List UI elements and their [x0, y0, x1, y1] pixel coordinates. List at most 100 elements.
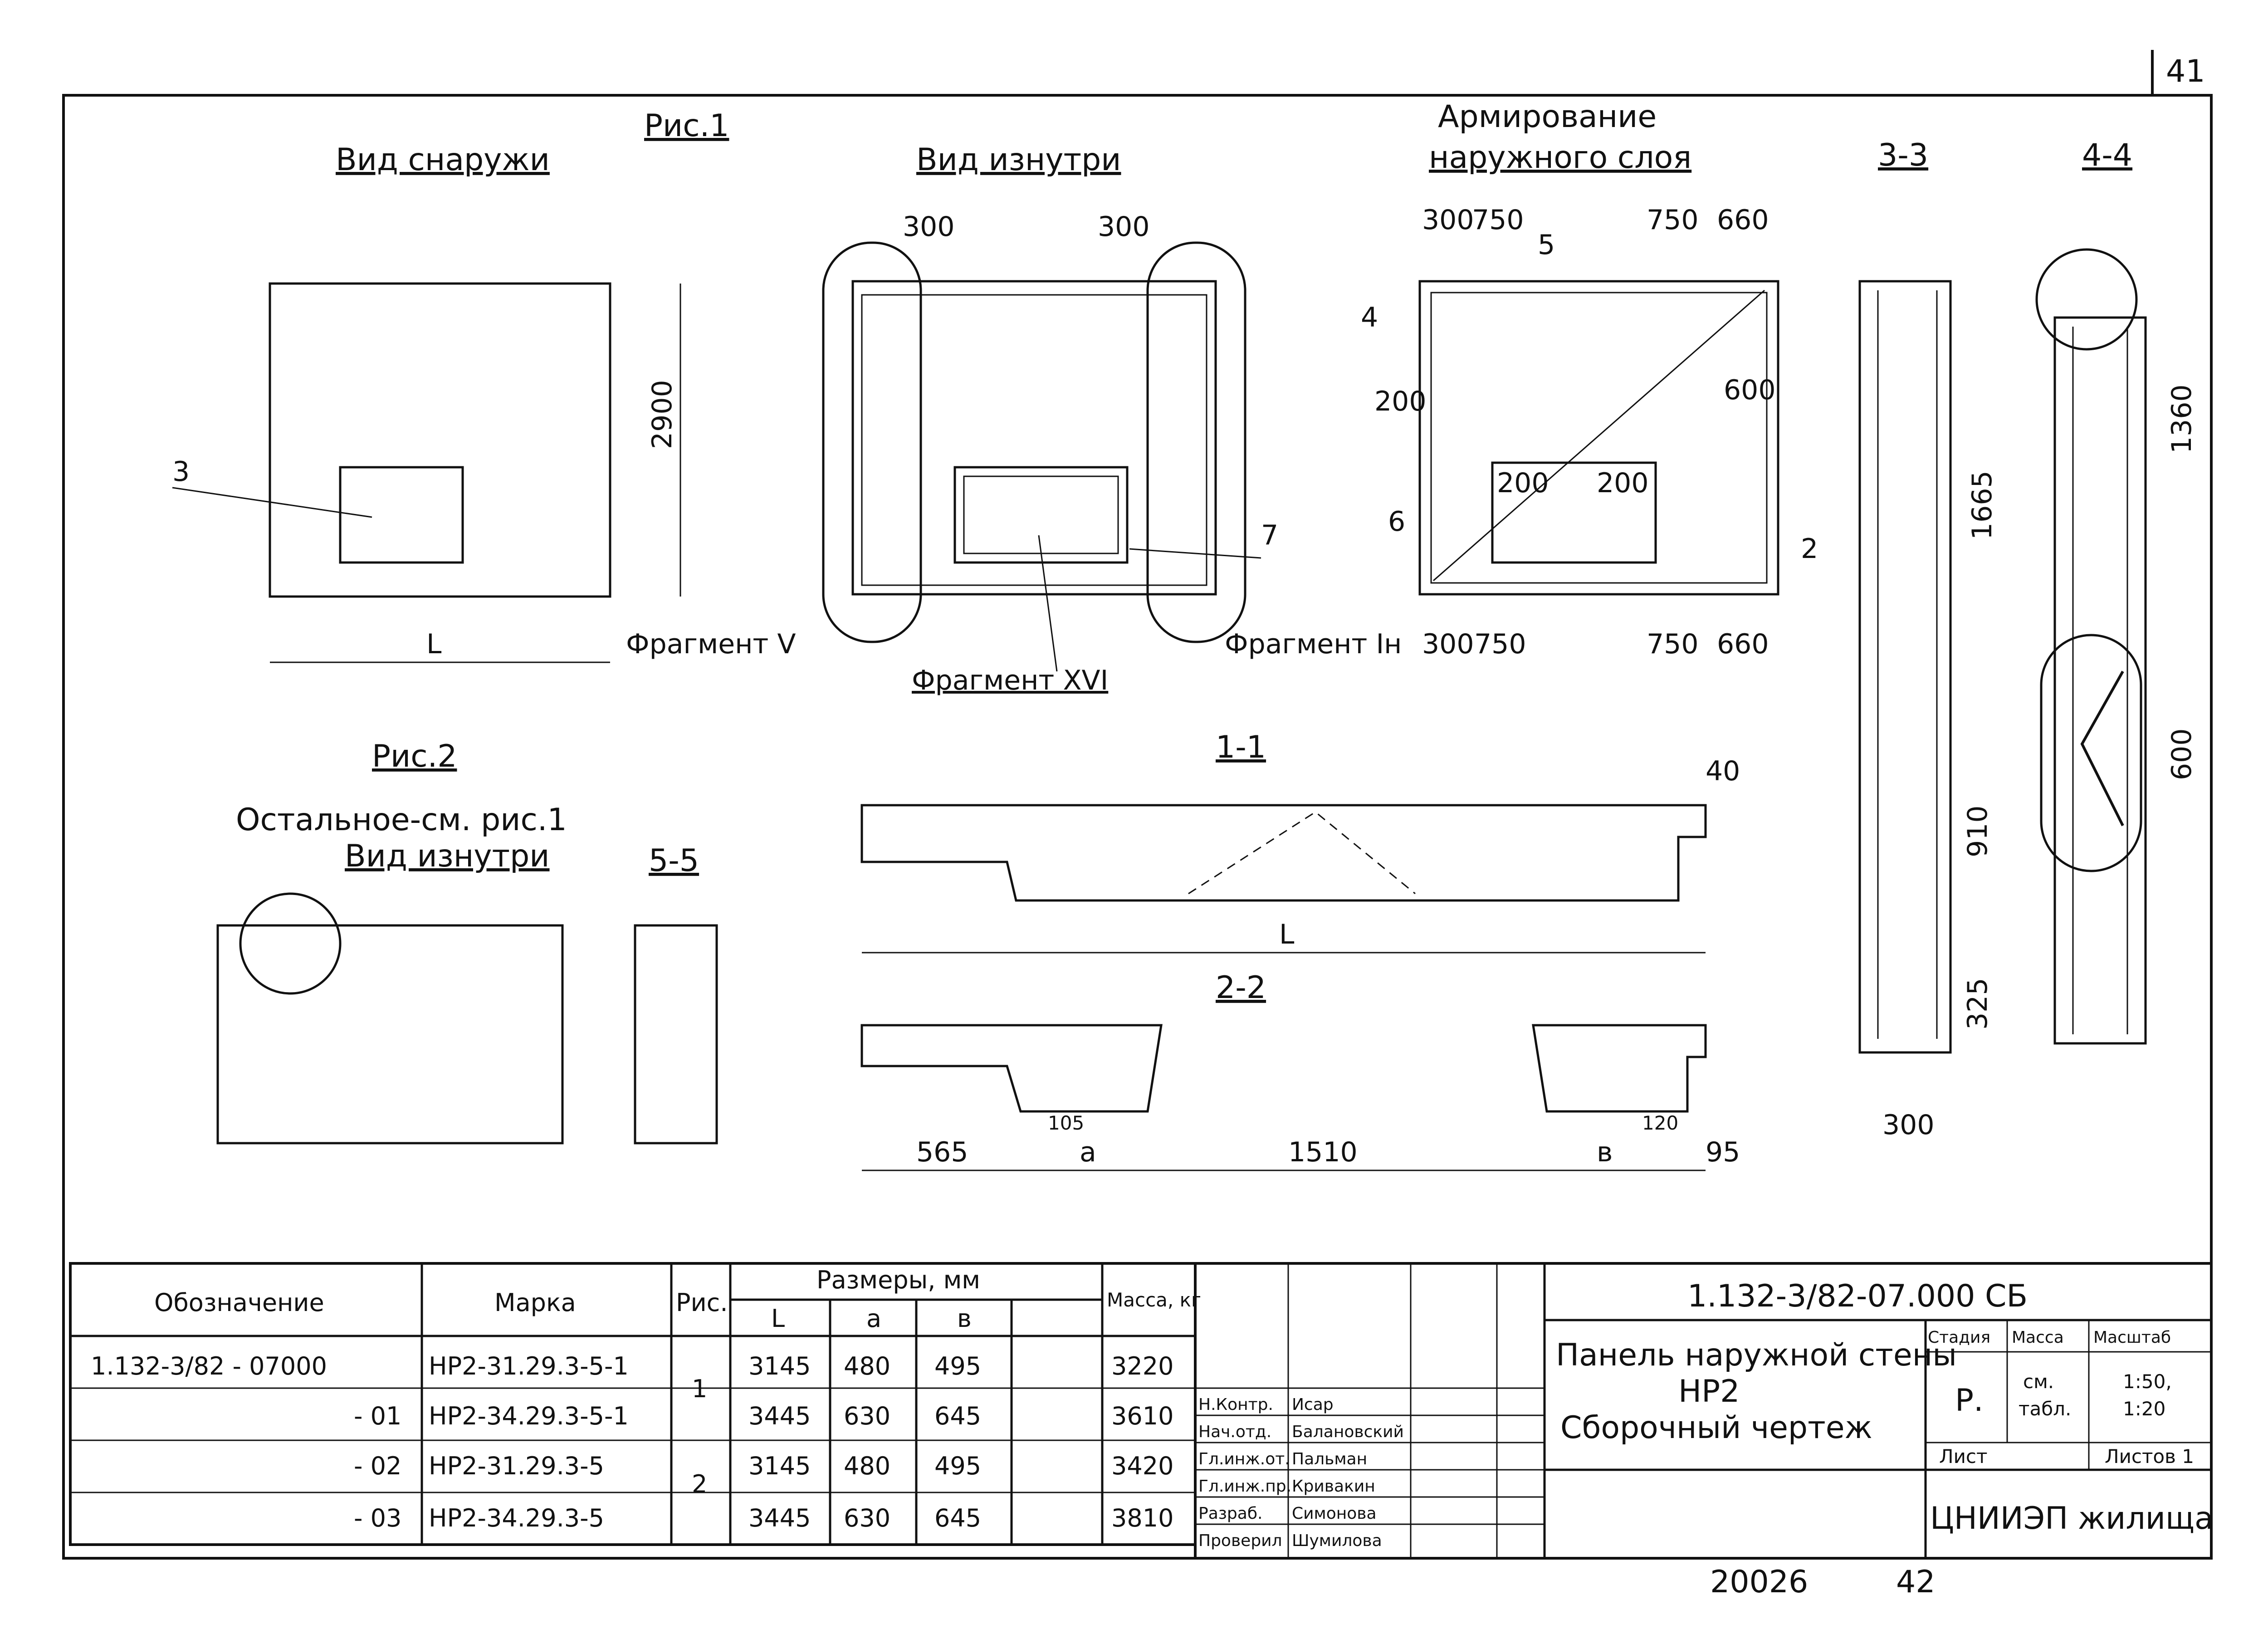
header-mark: Марка	[494, 1288, 576, 1317]
mass-value-2: табл.	[2019, 1398, 2071, 1420]
sig-role: Нач.отд.	[1198, 1423, 1271, 1441]
signature-row: Нач.отд. Балановский	[1198, 1423, 1404, 1441]
fig2: Рис.2 Остальное-см. рис.1 Вид изнутри 5-…	[216, 739, 718, 1145]
sig-name: Исар	[1292, 1395, 1334, 1414]
sig-role: Гл.инж.от.	[1198, 1450, 1290, 1468]
stamp-title-2: НР2	[1678, 1374, 1740, 1409]
page-number: 42	[1896, 1564, 1936, 1600]
sig-role: Проверил	[1198, 1531, 1282, 1550]
row2-designation: - 01	[354, 1402, 401, 1430]
org-name: ЦНИИЭП жилища	[1930, 1501, 2214, 1536]
dim-660-bottom: 660	[1717, 628, 1769, 660]
reinforcement-title-1: Армирование	[1438, 99, 1657, 135]
dim-910: 910	[1962, 805, 1994, 857]
inside-view-label: Вид изнутри	[916, 142, 1121, 178]
row1-fig: 1	[692, 1375, 707, 1403]
sheet-frame: 41	[62, 50, 2213, 1560]
sheet-label: Лист	[1939, 1445, 1987, 1468]
dim-105: 105	[1048, 1112, 1084, 1134]
fig2-note: Остальное-см. рис.1	[236, 802, 567, 838]
section-11-label: 1-1	[1216, 729, 1266, 765]
dim-1665: 1665	[1966, 470, 1998, 540]
signature-row: Разраб. Симонова	[1198, 1504, 1377, 1523]
mass-value-1: см.	[2023, 1370, 2054, 1393]
row2-b: 645	[934, 1402, 981, 1430]
fragment-xvi-label: Фрагмент XVI	[912, 665, 1108, 696]
table-row: - 01 НР2-34.29.3-5-1 3445 630 645 3610	[354, 1402, 1173, 1430]
row3-fig: 2	[692, 1470, 707, 1498]
dim-120: 120	[1642, 1112, 1678, 1134]
dim-300-bottom: 300	[1422, 628, 1474, 660]
fig1-reinforcement: Армирование наружного слоя 300 750 750 6…	[1361, 99, 1818, 660]
sig-role: Н.Контр.	[1198, 1395, 1273, 1414]
dim-660-top: 660	[1717, 204, 1769, 236]
section-22-label: 2-2	[1216, 970, 1266, 1006]
section-3-3: 3-3 1665 910 325 300	[1858, 137, 1998, 1141]
dim-200-inner-r: 200	[1597, 467, 1649, 499]
header-mass: Масса, кг	[1107, 1289, 1201, 1311]
dim-a: a	[1080, 1136, 1096, 1168]
sig-name: Пальман	[1292, 1450, 1367, 1468]
dim-750-bottom-r: 750	[1647, 628, 1699, 660]
row2-a: 630	[844, 1402, 890, 1430]
row1-L: 3145	[748, 1352, 811, 1380]
header-fig: Рис.	[676, 1288, 728, 1317]
dim-300-top: 300	[1422, 204, 1474, 236]
outside-view-label: Вид снаружи	[336, 142, 550, 178]
signature-row: Гл.инж.пр. Кривакин	[1198, 1477, 1375, 1496]
section-2-2: 2-2 565 a 1510 в 95 105 120	[860, 970, 1740, 1171]
scale-value-2: 1:20	[2123, 1398, 2165, 1420]
stamp-title-1: Панель наружной стены	[1556, 1337, 1957, 1373]
scale-value-1: 1:50,	[2123, 1370, 2172, 1393]
fig2-section-55: 5-5	[649, 843, 699, 879]
dim-300-section: 300	[1882, 1109, 1935, 1141]
stage-label: Стадия	[1928, 1328, 1990, 1347]
callout-5: 5	[1538, 229, 1555, 261]
row4-L: 3445	[748, 1504, 811, 1532]
section-1-1: 1-1 L 40	[860, 729, 1740, 954]
table-row: 1.132-3/82 - 07000 НР2-31.29.3-5-1 1 314…	[91, 1352, 1173, 1403]
reinforcement-title-2: наружного слоя	[1429, 140, 1691, 176]
sheet-number: 41	[2166, 54, 2205, 89]
callout-4: 4	[1361, 302, 1378, 333]
sig-name: Кривакин	[1292, 1477, 1375, 1496]
header-b: в	[957, 1304, 972, 1333]
height-2900: 2900	[646, 380, 678, 449]
dim-300-left: 300	[903, 211, 955, 243]
row4-b: 645	[934, 1504, 981, 1532]
spec-table: Обозначение Марка Рис. Размеры, мм L a в…	[69, 1262, 1201, 1546]
sig-role: Разраб.	[1198, 1504, 1262, 1523]
header-designation: Обозначение	[154, 1288, 324, 1317]
doc-code: 1.132-3/82-07.000 СБ	[1687, 1278, 2028, 1314]
fig2-title: Рис.2	[372, 739, 457, 774]
section-4-4: 4-4 1360 600	[2035, 137, 2198, 1045]
row1-mark: НР2-31.29.3-5-1	[429, 1352, 629, 1380]
section-11-L: L	[1279, 919, 1295, 950]
signature-row: Н.Контр. Исар	[1198, 1395, 1334, 1414]
dim-565: 565	[916, 1136, 968, 1168]
dim-750-top-r: 750	[1647, 204, 1699, 236]
table-row: - 03 НР2-34.29.3-5 3445 630 645 3810	[354, 1504, 1173, 1532]
table-row: - 02 НР2-31.29.3-5 2 3145 480 495 3420	[354, 1452, 1173, 1498]
row4-designation: - 03	[354, 1504, 401, 1532]
row1-mass: 3220	[1111, 1352, 1173, 1380]
row2-L: 3445	[748, 1402, 811, 1430]
callout-3: 3	[172, 456, 190, 488]
callout-6: 6	[1388, 506, 1405, 538]
row1-a: 480	[844, 1352, 890, 1380]
row3-mass: 3420	[1111, 1452, 1173, 1480]
row2-mass: 3610	[1111, 1402, 1173, 1430]
row4-a: 630	[844, 1504, 890, 1532]
dim-95: 95	[1706, 1136, 1740, 1168]
fig2-inside-label: Вид изнутри	[345, 838, 550, 874]
section-44-label: 4-4	[2082, 137, 2132, 173]
sig-name: Шумилова	[1292, 1531, 1382, 1550]
row3-designation: - 02	[354, 1452, 401, 1480]
callout-7: 7	[1261, 519, 1278, 551]
mass-label: Масса	[2012, 1328, 2064, 1347]
signature-row: Гл.инж.от. Пальман	[1198, 1450, 1367, 1468]
row4-mass: 3810	[1111, 1504, 1173, 1532]
fig1-outside-view: Рис.1 Вид снаружи 2900 L 3	[172, 108, 729, 663]
sheets-label: Листов 1	[2105, 1445, 2194, 1468]
